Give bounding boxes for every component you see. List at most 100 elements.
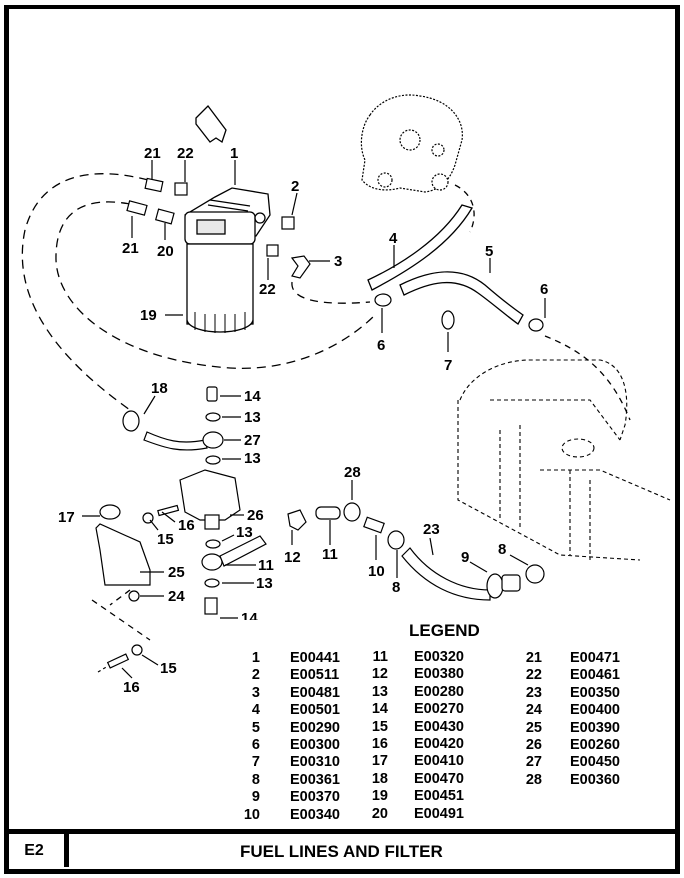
callout-13-b: 13 (244, 450, 261, 467)
callout-6-left: 6 (377, 337, 385, 354)
callout-16-bottom: 16 (123, 679, 140, 696)
legend-item-number: 11 (372, 649, 388, 665)
legend-item-number: 8 (251, 771, 260, 788)
part-15-washer-bottom (131, 644, 143, 656)
part-28-clamp (343, 502, 361, 522)
legend-item-code: E00390 (570, 719, 620, 736)
callout-6-right: 6 (540, 281, 548, 298)
fuel-tank (457, 359, 671, 561)
legend-item-number: 5 (251, 719, 260, 736)
part-17-mount (99, 504, 121, 520)
callout-17: 17 (58, 509, 75, 526)
callout-3: 3 (334, 253, 342, 270)
part-8-clamp-left (387, 530, 405, 550)
dashed-fuel-route-inner (55, 201, 376, 369)
part-12-clamp (287, 509, 307, 531)
lower-assembly (95, 386, 267, 615)
leader-lines (82, 160, 546, 619)
part-1-tag (195, 105, 227, 144)
legend-item-number: 7 (251, 754, 260, 771)
part-3-elbow (290, 255, 311, 279)
legend-item-code: E00290 (290, 719, 340, 736)
part-11-banjo (201, 553, 223, 571)
callout-27: 27 (244, 432, 261, 449)
callout-22-lower: 22 (259, 281, 276, 298)
callout-4: 4 (389, 230, 398, 247)
legend-title: LEGEND (409, 621, 480, 640)
callout-15-bottom: 15 (160, 660, 177, 677)
dashed-bracket-link (91, 599, 123, 620)
dashed-bracket-link-2 (109, 589, 131, 606)
part-8-clamp-right (525, 564, 545, 584)
legend-item-code: E00270 (414, 701, 464, 718)
callout-7: 7 (444, 357, 452, 374)
part-2-fitting (281, 216, 295, 230)
legend-item-number: 26 (525, 736, 542, 753)
callout-5: 5 (485, 243, 493, 260)
legend-item-number: 19 (371, 788, 388, 805)
legend-item-number: 1 (251, 650, 260, 666)
part-13-washer-4 (204, 578, 220, 588)
part-9-clamp (486, 573, 504, 599)
legend-item-number: 20 (371, 805, 388, 822)
part-13-washer-1 (205, 412, 221, 422)
footer-divider (4, 829, 680, 834)
part-24-nut (128, 590, 140, 602)
legend-item-number: 27 (525, 754, 542, 771)
legend-item-code: E00481 (290, 684, 340, 701)
part-13-washer-2 (205, 455, 221, 465)
part-18-clamp (122, 410, 140, 432)
fittings (126, 177, 311, 279)
part-14-bolt-bottom (204, 597, 218, 615)
part-21-fitting-upper (144, 177, 164, 193)
callout-10: 10 (368, 563, 385, 580)
callout-14-bottom: 14 (241, 610, 258, 620)
legend-item-code: E00470 (414, 770, 464, 787)
lower-hose-parts (287, 502, 545, 601)
part-26-fuel-pump (179, 469, 241, 521)
callout-26: 26 (247, 507, 264, 524)
callout-22-upper: 22 (177, 145, 194, 162)
legend-item-code: E00320 (414, 649, 464, 665)
dashed-fuel-route-carb (454, 184, 475, 233)
part-14-bolt-top (206, 386, 218, 402)
legend-item-number: 9 (251, 789, 260, 806)
page-id: E2 (24, 842, 44, 859)
legend-item-code: E00340 (290, 806, 340, 823)
parts-diagram: 1 2 3 4 5 6 6 7 21 22 21 20 22 19 18 14 … (21, 94, 671, 620)
legend-item-code: E00451 (414, 788, 464, 805)
legend-row: 11 E00320 (352, 649, 464, 666)
hoses-upper (367, 204, 524, 325)
part-22-fitting-lower (266, 244, 279, 257)
legend-row: 5 E00290 (226, 720, 340, 737)
callout-20: 20 (157, 243, 174, 260)
dashed-fuel-route-tank (544, 335, 631, 421)
callout-24: 24 (168, 588, 185, 605)
legend-item-number: 10 (243, 806, 260, 823)
legend-item-code: E00360 (570, 771, 620, 788)
part-4-hose (367, 204, 473, 291)
part-19-fuel-filter (184, 187, 271, 333)
part-11-hose-short (315, 506, 341, 520)
part-27-hose (143, 431, 208, 451)
dashed-fuel-route-outer (21, 173, 149, 411)
callout-14-top: 14 (244, 388, 261, 405)
legend-item-number: 2 (251, 667, 260, 684)
part-5-hose (399, 271, 524, 325)
legend-item-code: E00350 (570, 684, 620, 701)
callout-11-right: 11 (322, 546, 338, 563)
